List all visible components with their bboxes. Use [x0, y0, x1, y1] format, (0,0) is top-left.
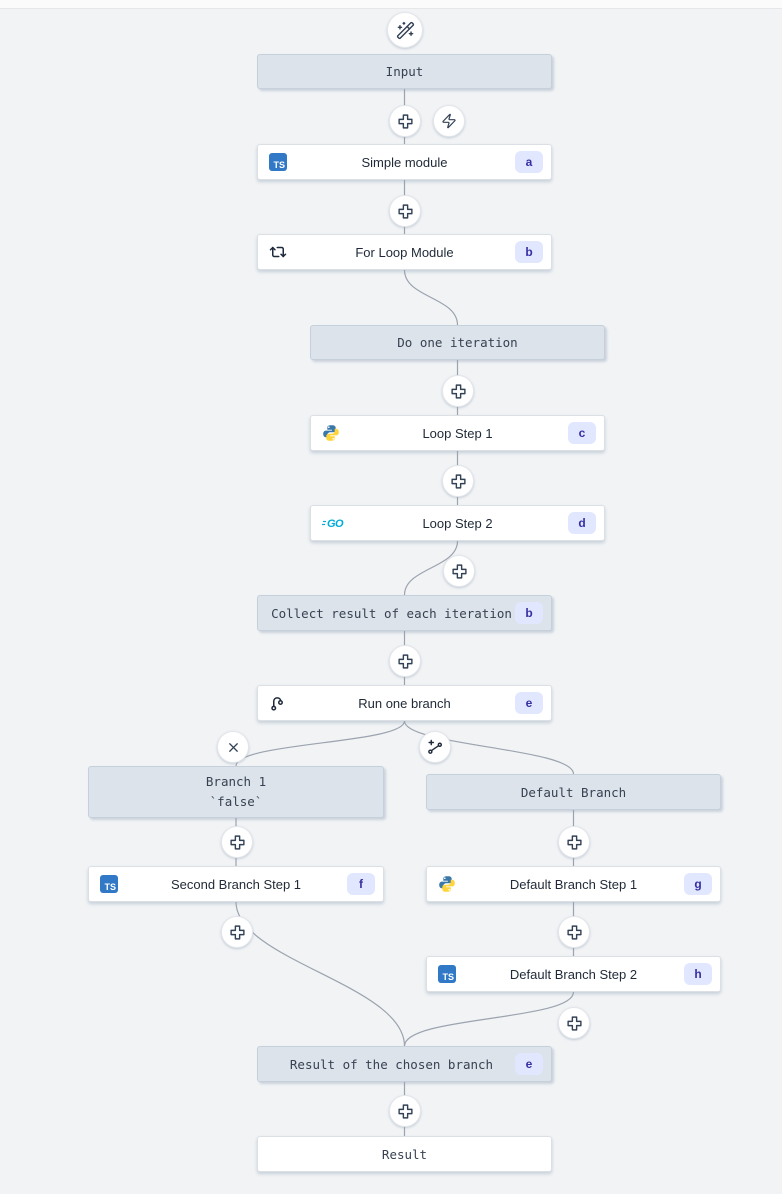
- step-id-badge: b: [515, 602, 543, 624]
- node-label: Default Branch Step 2: [509, 966, 638, 982]
- node-label: Default Branch: [520, 784, 627, 800]
- plus-icon: [397, 653, 414, 670]
- node-loop-step-1[interactable]: Loop Step 1 c: [310, 415, 605, 451]
- insert-step-button[interactable]: [389, 195, 421, 227]
- node-label: Loop Step 1: [422, 425, 493, 441]
- insert-step-button[interactable]: [558, 826, 590, 858]
- step-id-badge: f: [347, 873, 375, 895]
- repeat-icon: [269, 243, 287, 261]
- zap-icon: [441, 113, 457, 129]
- insert-step-button[interactable]: [443, 555, 475, 587]
- node-label: For Loop Module: [355, 244, 454, 260]
- step-id-badge: b: [515, 241, 543, 263]
- top-divider: [0, 0, 782, 9]
- node-default-branch-step-2[interactable]: TS Default Branch Step 2 h: [426, 956, 721, 992]
- typescript-icon: TS: [269, 153, 287, 171]
- insert-step-button[interactable]: [389, 1095, 421, 1127]
- node-simple-module[interactable]: TS Simple module a: [257, 144, 552, 180]
- node-label: Collect result of each iteration: [271, 605, 512, 621]
- typescript-icon: TS: [100, 875, 118, 893]
- insert-step-button[interactable]: [221, 826, 253, 858]
- add-branch-button[interactable]: [419, 731, 451, 763]
- step-id-badge: e: [515, 1053, 543, 1075]
- plus-icon: [229, 924, 246, 941]
- flow-input-wand-button[interactable]: [387, 12, 423, 48]
- insert-step-button[interactable]: [558, 916, 590, 948]
- node-label: Run one branch: [358, 695, 451, 711]
- insert-step-button[interactable]: [442, 375, 474, 407]
- python-icon: [322, 424, 340, 442]
- node-label: Default Branch Step 1: [509, 876, 638, 892]
- insert-step-button[interactable]: [558, 1007, 590, 1039]
- step-id-badge: c: [568, 422, 596, 444]
- step-id-badge: h: [684, 963, 712, 985]
- step-id-badge: d: [568, 512, 596, 534]
- node-do-one-iteration[interactable]: Do one iteration: [310, 325, 605, 360]
- plus-icon: [566, 1015, 583, 1032]
- python-icon: [438, 875, 456, 893]
- insert-step-button[interactable]: [221, 916, 253, 948]
- node-default-branch-step-1[interactable]: Default Branch Step 1 g: [426, 866, 721, 902]
- plus-icon: [451, 563, 468, 580]
- plus-icon: [397, 1103, 414, 1120]
- insert-step-button[interactable]: [442, 465, 474, 497]
- plus-icon: [397, 203, 414, 220]
- node-default-branch[interactable]: Default Branch: [426, 774, 721, 810]
- node-branch-1[interactable]: Branch 1 `false`: [88, 766, 384, 818]
- node-input[interactable]: Input: [257, 54, 552, 89]
- trigger-button[interactable]: [433, 105, 465, 137]
- branch-condition: `false`: [209, 794, 263, 809]
- node-result-of-chosen-branch[interactable]: Result of the chosen branch e: [257, 1046, 552, 1082]
- step-id-badge: a: [515, 151, 543, 173]
- typescript-icon: TS: [438, 965, 456, 983]
- node-loop-step-2[interactable]: GO Loop Step 2 d: [310, 505, 605, 541]
- node-label: Do one iteration: [397, 335, 518, 350]
- branch-title: Branch 1: [205, 774, 267, 789]
- plus-icon: [450, 473, 467, 490]
- plus-icon: [229, 834, 246, 851]
- branch-add-icon: [426, 738, 444, 756]
- insert-step-button[interactable]: [389, 105, 421, 137]
- x-icon: [226, 740, 241, 755]
- step-id-badge: e: [515, 692, 543, 714]
- node-label: Input: [385, 64, 424, 79]
- node-for-loop-module[interactable]: For Loop Module b: [257, 234, 552, 270]
- go-icon: GO: [322, 516, 344, 530]
- branch-one-icon: [269, 694, 288, 713]
- node-label: Loop Step 2: [422, 515, 493, 531]
- svg-text:GO: GO: [327, 518, 344, 530]
- wand-sparkles-icon: [396, 21, 415, 40]
- node-label: Simple module: [361, 154, 448, 170]
- node-label: Result: [381, 1146, 428, 1162]
- node-second-branch-step-1[interactable]: TS Second Branch Step 1 f: [88, 866, 384, 902]
- plus-icon: [566, 834, 583, 851]
- node-label: Result of the chosen branch: [289, 1056, 494, 1072]
- node-run-one-branch[interactable]: Run one branch e: [257, 685, 552, 721]
- node-result[interactable]: Result: [257, 1136, 552, 1172]
- node-label: Second Branch Step 1: [170, 876, 302, 892]
- plus-icon: [450, 383, 467, 400]
- insert-step-button[interactable]: [389, 645, 421, 677]
- remove-branch-button[interactable]: [217, 731, 249, 763]
- plus-icon: [397, 113, 414, 130]
- plus-icon: [566, 924, 583, 941]
- node-collect-result[interactable]: Collect result of each iteration b: [257, 595, 552, 631]
- step-id-badge: g: [684, 873, 712, 895]
